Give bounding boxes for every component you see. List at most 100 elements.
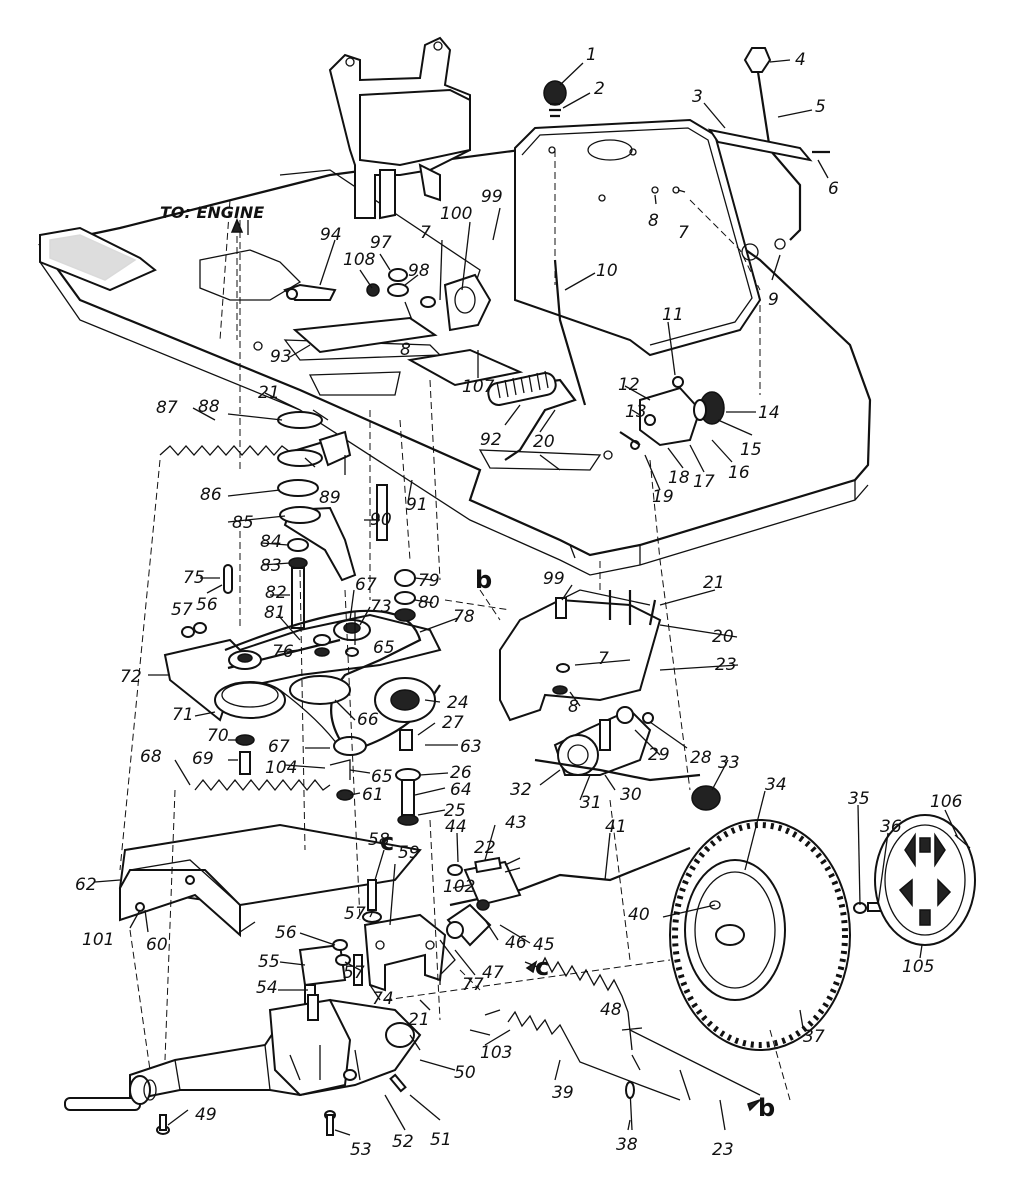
callout-44: 44 xyxy=(445,817,467,837)
callout-53: 53 xyxy=(350,1140,372,1160)
callout-40: 40 xyxy=(628,905,650,925)
callout-105: 105 xyxy=(902,957,934,977)
callout-9: 9 xyxy=(768,290,779,310)
callout-12: 12 xyxy=(618,375,640,395)
throttle-lever xyxy=(707,47,830,261)
ref-letter-b-lower: b xyxy=(758,1094,775,1122)
callout-46: 46 xyxy=(505,933,527,953)
callout-59: 59 xyxy=(398,843,420,863)
callout-104: 104 xyxy=(265,758,297,778)
callout-4: 4 xyxy=(795,50,806,70)
shift-linkage xyxy=(553,259,725,450)
callout-22: 22 xyxy=(474,838,496,858)
spring-lower xyxy=(194,778,331,792)
pulley-assembly xyxy=(163,569,442,826)
lift-lever xyxy=(487,370,577,461)
engine-arrow-head xyxy=(230,218,244,233)
callout-100: 100 xyxy=(440,204,472,224)
callout-78: 78 xyxy=(453,607,475,627)
callout-73: 73 xyxy=(370,597,392,617)
wheel-assembly xyxy=(669,814,976,1051)
ref-arrow-b xyxy=(747,1099,761,1112)
callout-7-2: 7 xyxy=(420,223,431,243)
callout-66: 66 xyxy=(357,710,379,730)
engine-direction-label: TO: ENGINE xyxy=(160,203,264,222)
callout-108: 108 xyxy=(343,250,376,270)
callout-101: 101 xyxy=(82,930,114,950)
callout-15: 15 xyxy=(740,440,762,460)
callout-39: 39 xyxy=(552,1083,574,1103)
callout-64: 64 xyxy=(450,780,472,800)
callout-23-1: 23 xyxy=(715,655,737,675)
callout-48: 48 xyxy=(600,1000,622,1020)
callout-94: 94 xyxy=(320,225,342,245)
callout-106: 106 xyxy=(930,792,963,812)
mount-bracket xyxy=(499,589,662,722)
callout-14: 14 xyxy=(758,403,780,423)
callout-71: 71 xyxy=(172,705,194,725)
callout-3: 3 xyxy=(692,87,703,107)
callout-74: 74 xyxy=(372,989,394,1009)
console-knob xyxy=(543,80,567,118)
idler-arm-stack xyxy=(159,411,388,629)
callout-38: 38 xyxy=(616,1135,638,1155)
callout-21-1: 21 xyxy=(258,383,280,403)
callout-43: 43 xyxy=(505,813,527,833)
ref-arrow-c xyxy=(525,960,538,974)
seat-bracket xyxy=(328,36,471,220)
callout-77: 77 xyxy=(462,975,484,995)
callout-65-2: 65 xyxy=(371,767,393,787)
callout-81: 81 xyxy=(264,603,286,623)
callout-102: 102 xyxy=(443,877,475,897)
callout-21-3: 21 xyxy=(408,1010,430,1030)
rear-springs-rods xyxy=(507,956,761,1131)
callout-99-2: 99 xyxy=(543,569,565,589)
callout-61: 61 xyxy=(362,785,384,805)
callout-35: 35 xyxy=(848,789,870,809)
callout-50: 50 xyxy=(454,1063,476,1083)
callout-27: 27 xyxy=(442,713,464,733)
callout-13: 13 xyxy=(625,402,647,422)
callout-8-1: 8 xyxy=(648,211,659,231)
callout-84: 84 xyxy=(260,532,282,552)
callout-41: 41 xyxy=(605,817,627,837)
callout-79: 79 xyxy=(418,571,440,591)
callout-56-2: 56 xyxy=(196,595,218,615)
callout-11: 11 xyxy=(662,305,684,325)
callout-58: 58 xyxy=(368,830,390,850)
callout-89: 89 xyxy=(319,488,341,508)
callout-8-2: 8 xyxy=(400,340,411,360)
callout-69: 69 xyxy=(192,749,214,769)
callout-33: 33 xyxy=(718,753,740,773)
callout-67-1: 67 xyxy=(355,575,377,595)
callout-75: 75 xyxy=(183,568,205,588)
leader-lines xyxy=(94,59,959,1136)
callout-2: 2 xyxy=(594,79,605,99)
callout-103: 103 xyxy=(480,1043,512,1063)
console-housing xyxy=(514,118,762,357)
callout-54: 54 xyxy=(256,978,278,998)
callout-26: 26 xyxy=(450,763,472,783)
callout-70: 70 xyxy=(207,726,229,746)
callout-5: 5 xyxy=(815,97,826,117)
callout-72: 72 xyxy=(120,667,142,687)
callout-30: 30 xyxy=(620,785,642,805)
callout-7-1: 7 xyxy=(678,223,689,243)
callout-52: 52 xyxy=(392,1132,414,1152)
callout-82: 82 xyxy=(265,583,287,603)
callout-86: 86 xyxy=(200,485,222,505)
callout-28: 28 xyxy=(690,748,712,768)
callout-65-1: 65 xyxy=(373,638,395,658)
callout-92: 92 xyxy=(480,430,502,450)
callout-57-2: 57 xyxy=(344,904,366,924)
callout-62: 62 xyxy=(75,875,97,895)
callout-60: 60 xyxy=(146,935,168,955)
shift-rod-linkage xyxy=(446,846,691,947)
callout-107: 107 xyxy=(462,377,495,397)
callout-45: 45 xyxy=(533,935,555,955)
callout-83: 83 xyxy=(260,556,282,576)
callout-36: 36 xyxy=(880,817,902,837)
callout-98: 98 xyxy=(408,261,430,281)
ref-letter-c-upper: c xyxy=(380,828,394,856)
